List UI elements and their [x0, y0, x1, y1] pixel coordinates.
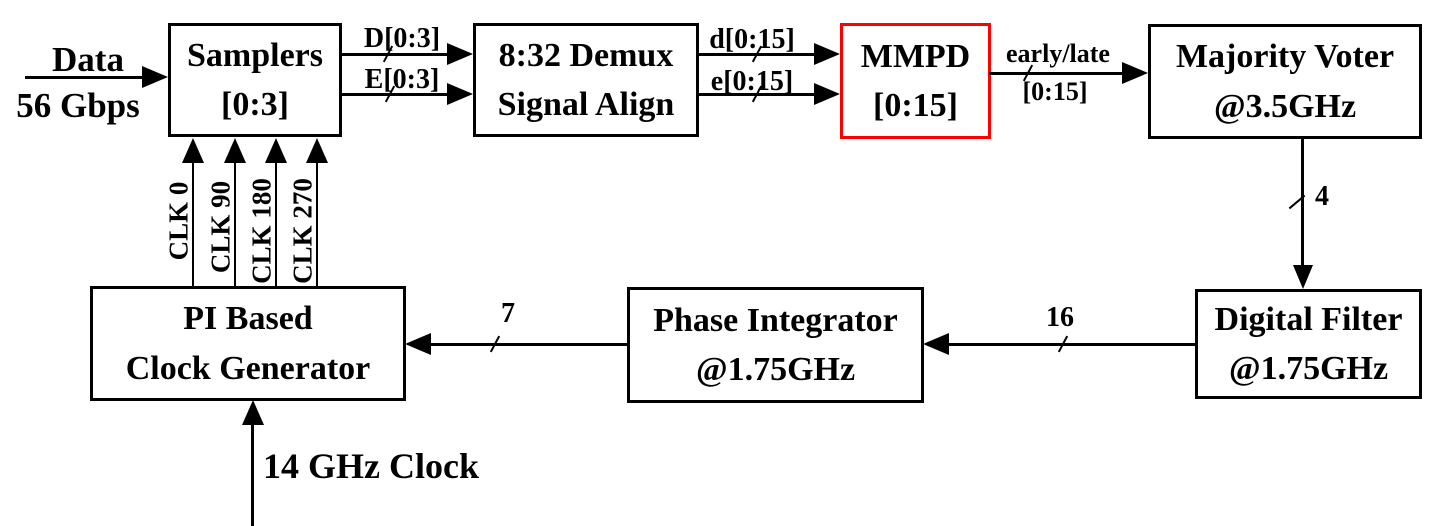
- block-label: Phase Integrator: [653, 301, 898, 339]
- label-e16-bus: e[0:15]: [710, 66, 794, 97]
- block-demux-signal-align: 8:32 Demux Signal Align: [473, 23, 699, 137]
- block-label: @1.75GHz: [695, 351, 856, 388]
- label-clk-0: CLK 0: [163, 181, 194, 261]
- label-e-bus: E[0:3]: [364, 64, 440, 95]
- block-mmpd-highlighted: MMPD [0:15]: [840, 23, 991, 139]
- block-phase-integrator: Phase Integrator @1.75GHz: [627, 287, 924, 403]
- arrow-ref-clock-head: [242, 400, 264, 425]
- label-data-input: Data: [52, 40, 124, 79]
- arrow-e16-bus-head: [814, 83, 840, 105]
- block-majority-voter: Majority Voter @3.5GHz: [1148, 24, 1422, 139]
- arrow-filter-out-head: [923, 333, 949, 355]
- arrow-integrator-out-head: [405, 333, 431, 355]
- label-clk-270: CLK 270: [287, 178, 318, 284]
- block-pi-clock-generator: PI Based Clock Generator: [90, 286, 406, 401]
- block-label: Samplers: [187, 36, 323, 74]
- label-clk-90: CLK 90: [205, 180, 236, 274]
- arrow-voter-out-head: [1293, 265, 1313, 289]
- label-d-bus: D[0:3]: [363, 23, 441, 54]
- arrow-data-input-shaft: [25, 76, 144, 79]
- arrow-clk0-shaft: [192, 160, 194, 286]
- label-filter-out-width: 16: [1046, 302, 1074, 333]
- arrow-d16-bus-head: [814, 43, 840, 65]
- arrow-clk180-shaft: [275, 160, 277, 286]
- label-clk-180: CLK 180: [246, 178, 277, 284]
- arrow-clk0-head: [182, 138, 204, 163]
- arrow-integrator-out-shaft: [429, 343, 627, 346]
- label-d16-bus: d[0:15]: [709, 24, 795, 55]
- label-early-late-width: [0:15]: [1022, 77, 1088, 106]
- arrow-ref-clock-shaft: [251, 424, 254, 526]
- arrow-clk90-shaft: [234, 160, 236, 286]
- arrow-e-bus-head: [447, 83, 473, 105]
- arrow-d-bus-shaft: [341, 53, 449, 56]
- arrow-clk270-head: [306, 138, 328, 163]
- block-label: 8:32 Demux: [498, 36, 674, 74]
- block-label: [0:15]: [873, 87, 958, 124]
- arrow-early-late-shaft: [989, 72, 1124, 75]
- block-digital-filter: Digital Filter @1.75GHz: [1195, 289, 1422, 399]
- label-early-late: early/late: [1006, 39, 1110, 68]
- block-label: @1.75GHz: [1228, 350, 1389, 387]
- label-voter-out-width: 4: [1315, 181, 1329, 212]
- block-label: Digital Filter: [1214, 300, 1403, 338]
- block-label: @3.5GHz: [1213, 87, 1357, 125]
- label-ref-clock: 14 GHz Clock: [263, 446, 479, 486]
- arrow-clk180-head: [265, 138, 287, 163]
- arrow-clk270-shaft: [316, 160, 318, 286]
- block-label: Signal Align: [497, 86, 675, 123]
- arrow-e-bus-shaft: [341, 93, 449, 96]
- block-label: Clock Generator: [125, 349, 371, 387]
- arrow-clk90-head: [224, 138, 246, 163]
- arrow-filter-out-shaft: [947, 343, 1195, 346]
- block-label: MMPD: [860, 37, 971, 75]
- block-samplers: Samplers [0:3]: [168, 23, 342, 137]
- block-label: PI Based: [183, 300, 313, 338]
- block-label: Majority Voter: [1175, 38, 1395, 76]
- arrow-voter-out-shaft: [1301, 138, 1304, 265]
- label-data-rate: 56 Gbps: [16, 86, 140, 125]
- arrow-d-bus-head: [447, 43, 473, 65]
- label-integrator-out-width: 7: [501, 298, 515, 329]
- arrow-data-input-head: [142, 66, 168, 88]
- block-label: [0:3]: [221, 86, 289, 123]
- arrow-early-late-head: [1122, 62, 1148, 84]
